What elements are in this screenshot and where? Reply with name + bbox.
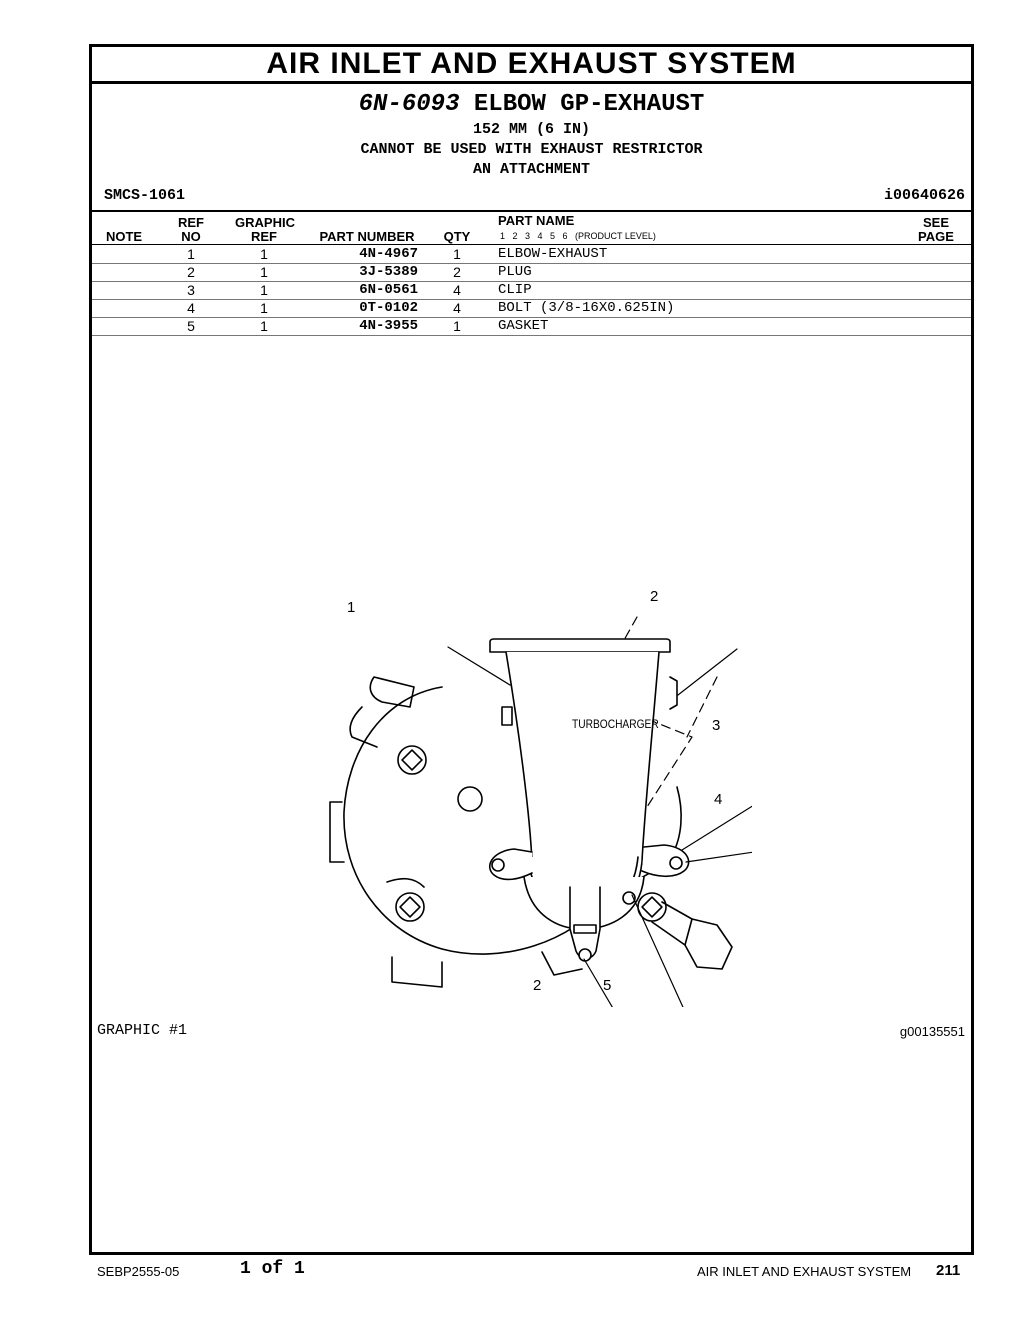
row-part-name: CLIP — [498, 282, 532, 298]
col-part-name: PART NAME — [498, 213, 575, 228]
callout-5: 5 — [603, 977, 612, 994]
row-part-number: 6N-0561 — [359, 282, 418, 298]
footer-doc-id: SEBP2555-05 — [97, 1264, 180, 1279]
group-line-size: 152 MM (6 IN) — [472, 121, 591, 138]
parts-diagram — [329, 616, 752, 1007]
row-ref-no: 4 — [187, 300, 195, 316]
row-divider — [92, 263, 971, 264]
row-divider — [92, 299, 971, 300]
row-divider — [92, 335, 971, 336]
col-qty: QTY — [443, 229, 471, 244]
col-graphic-ref-1: GRAPHIC — [235, 215, 295, 230]
row-qty: 4 — [453, 300, 461, 316]
col-ref-no-1: REF — [178, 215, 204, 230]
turbocharger-label: TURBOCHARGER — [572, 717, 659, 731]
row-ref-no: 3 — [187, 282, 195, 298]
graphic-id: g00135551 — [899, 1024, 965, 1039]
callout-4: 4 — [714, 791, 723, 808]
row-part-name: GASKET — [498, 318, 549, 334]
row-qty: 2 — [453, 264, 461, 280]
row-part-name: PLUG — [498, 264, 532, 280]
col-see-page-2: PAGE — [918, 229, 954, 244]
leader-lines — [447, 646, 752, 1007]
row-qty: 1 — [453, 318, 461, 334]
footer-section: AIR INLET AND EXHAUST SYSTEM — [697, 1264, 912, 1279]
page-frame: AIR INLET AND EXHAUST SYSTEM 6N-6093 ELB… — [89, 44, 974, 1255]
row-part-number: 0T-0102 — [359, 300, 418, 316]
callout-2-top: 2 — [650, 588, 659, 605]
page-title: AIR INLET AND EXHAUST SYSTEM — [92, 47, 971, 84]
group-line-attachment: AN ATTACHMENT — [472, 161, 591, 178]
row-graphic-ref: 1 — [260, 282, 268, 298]
row-graphic-ref: 1 — [260, 246, 268, 262]
callout-3: 3 — [712, 717, 721, 734]
row-part-number: 3J-5389 — [359, 264, 418, 280]
col-part-number: PART NUMBER — [319, 229, 415, 244]
bolt-bosses — [395, 745, 667, 922]
row-part-name: ELBOW-EXHAUST — [498, 246, 608, 262]
row-ref-no: 1 — [187, 246, 195, 262]
group-heading: 6N-6093 ELBOW GP-EXHAUST — [92, 91, 971, 118]
illustration-id: i00640626 — [883, 187, 965, 204]
footer-page-number: 211 — [936, 1262, 961, 1279]
footer-page-count: 1 of 1 — [240, 1259, 305, 1279]
product-level-header: 1 2 3 4 5 6 (PRODUCT LEVEL) — [500, 231, 656, 241]
row-graphic-ref: 1 — [260, 300, 268, 316]
smcs-code: SMCS-1061 — [104, 187, 186, 204]
table-top-rule — [92, 210, 971, 212]
col-graphic-ref-2: REF — [251, 229, 277, 244]
row-part-name: BOLT (3/8-16X0.625IN) — [498, 300, 675, 316]
col-see-page-1: SEE — [922, 215, 949, 230]
row-ref-no: 2 — [187, 264, 195, 280]
table-header-rule — [92, 244, 971, 245]
group-part-number: 6N-6093 — [358, 91, 460, 118]
row-qty: 4 — [453, 282, 461, 298]
row-graphic-ref: 1 — [260, 264, 268, 280]
col-note: NOTE — [105, 229, 143, 244]
row-ref-no: 5 — [187, 318, 195, 334]
row-part-number: 4N-3955 — [359, 318, 418, 334]
group-name: ELBOW GP-EXHAUST — [473, 91, 705, 118]
exhaust-elbow — [489, 638, 678, 930]
row-qty: 1 — [453, 246, 461, 262]
row-part-number: 4N-4967 — [359, 246, 418, 262]
callout-1: 1 — [347, 599, 356, 616]
clips — [489, 844, 690, 962]
row-divider — [92, 317, 971, 318]
row-graphic-ref: 1 — [260, 318, 268, 334]
row-divider — [92, 281, 971, 282]
group-line-restriction: CANNOT BE USED WITH EXHAUST RESTRICTOR — [360, 141, 703, 158]
graphic-caption: GRAPHIC #1 — [97, 1022, 188, 1039]
col-ref-no-2: NO — [181, 229, 201, 244]
callout-2-bottom: 2 — [533, 977, 542, 994]
